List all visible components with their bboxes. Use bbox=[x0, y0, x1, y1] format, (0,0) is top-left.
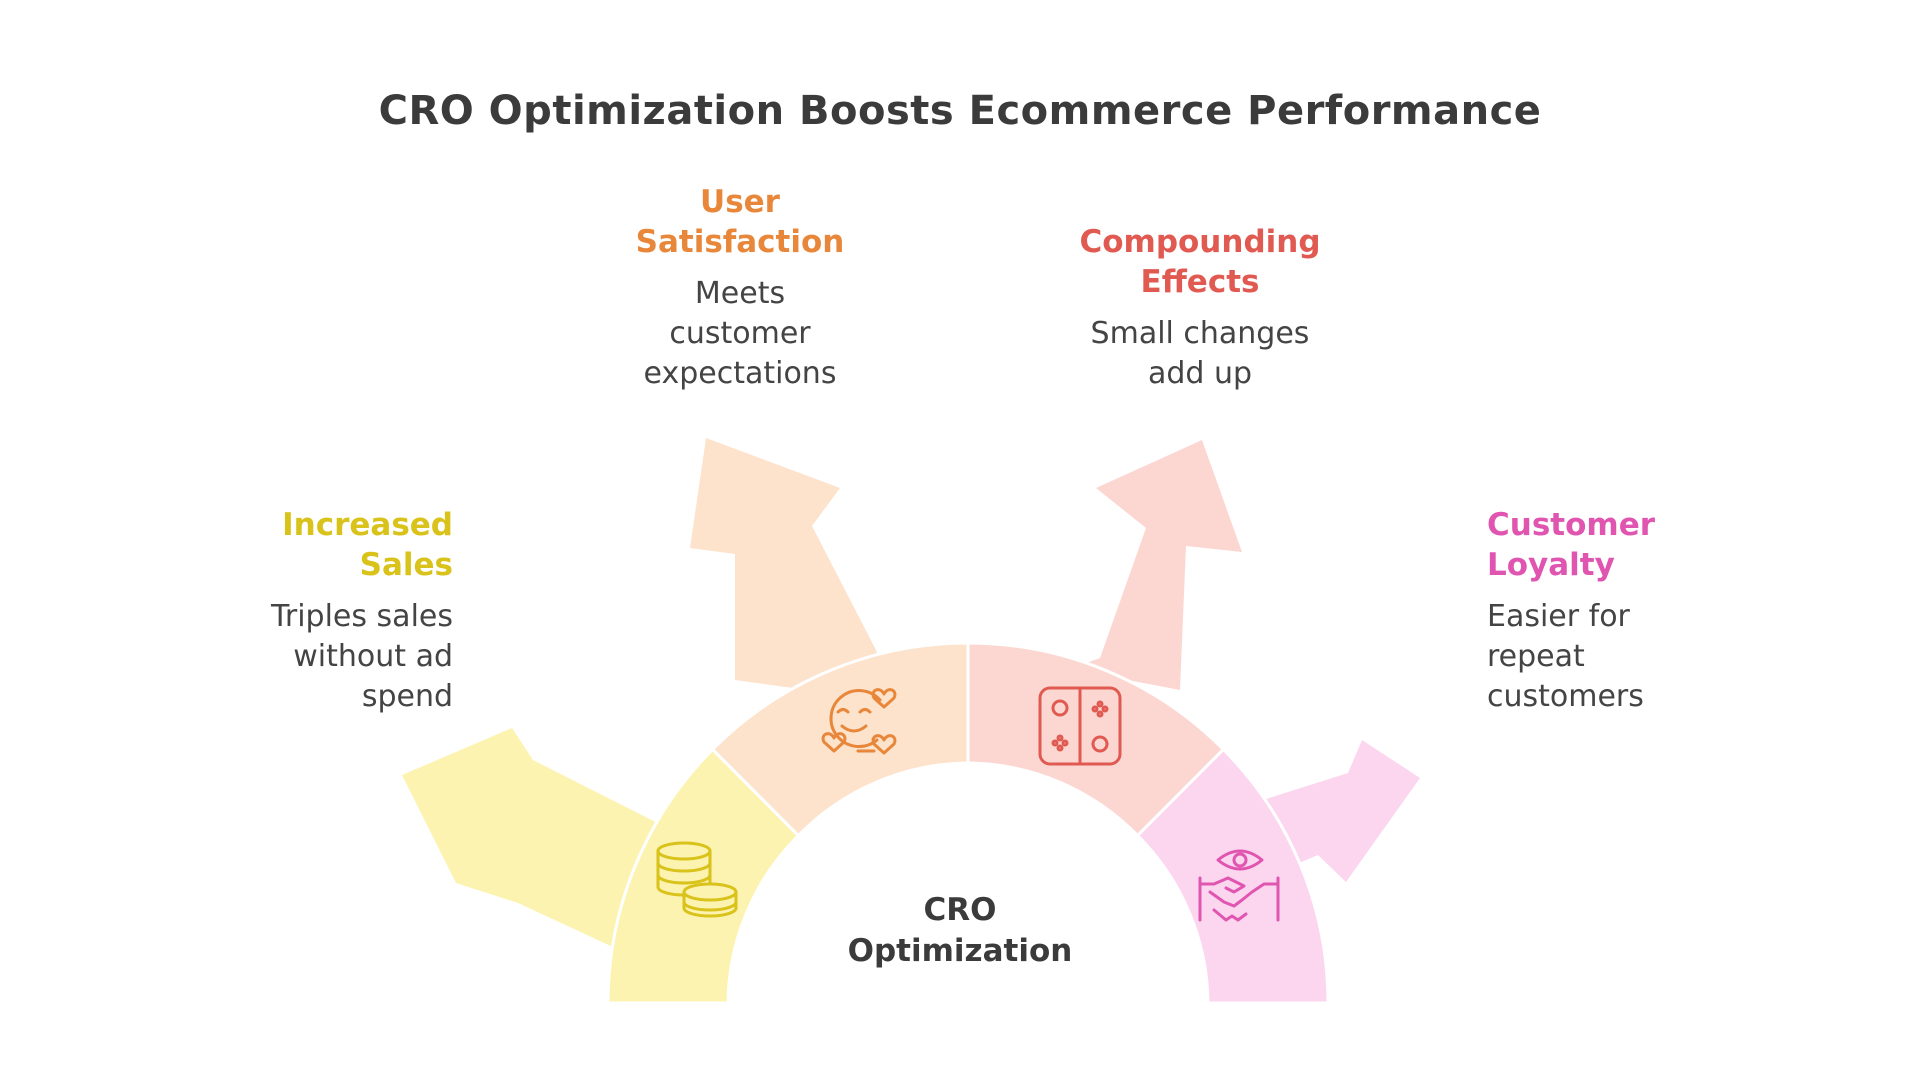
center-label: CRO Optimization bbox=[810, 890, 1110, 972]
title-line: Customer bbox=[1487, 507, 1656, 543]
desc-line: spend bbox=[361, 679, 453, 714]
diagram-title: CRO Optimization Boosts Ecommerce Perfor… bbox=[378, 88, 1542, 134]
desc-line: customer bbox=[669, 316, 811, 351]
title-line: Loyalty bbox=[1487, 547, 1615, 583]
game-controller-icon bbox=[1038, 686, 1122, 766]
desc-line: Meets bbox=[694, 276, 786, 311]
smiling-face-hearts-icon bbox=[821, 688, 897, 755]
title-line: Effects bbox=[1140, 264, 1260, 300]
desc-line: without ad bbox=[293, 639, 453, 674]
segment-customer-loyalty bbox=[1135, 747, 1330, 1005]
title-line: Sales bbox=[359, 547, 453, 583]
desc-line: repeat bbox=[1487, 639, 1585, 674]
center-line: Optimization bbox=[847, 933, 1073, 969]
label-user-satisfaction: User Satisfaction Meets customer expecta… bbox=[590, 182, 890, 394]
desc-line: add up bbox=[1147, 356, 1253, 391]
title-line: Increased bbox=[282, 507, 453, 543]
desc-line: Triples sales bbox=[270, 599, 453, 634]
desc-line: Small changes bbox=[1090, 316, 1310, 351]
arrow-compounding-effects bbox=[1070, 440, 1242, 690]
title-line: Compounding bbox=[1079, 224, 1321, 260]
title-line: User bbox=[700, 184, 780, 220]
arrow-user-satisfaction bbox=[690, 438, 877, 696]
desc-line: customers bbox=[1487, 679, 1644, 714]
coins-icon bbox=[656, 841, 738, 918]
label-increased-sales: Increased Sales Triples sales without ad… bbox=[153, 505, 453, 717]
label-compounding-effects: Compounding Effects Small changes add up bbox=[1050, 222, 1350, 394]
handshake-eye-icon bbox=[1198, 849, 1280, 922]
label-customer-loyalty: Customer Loyalty Easier for repeat custo… bbox=[1487, 505, 1787, 717]
desc-line: expectations bbox=[643, 356, 837, 391]
title-line: Satisfaction bbox=[635, 224, 845, 260]
desc-line: Easier for bbox=[1487, 599, 1630, 634]
center-line: CRO bbox=[923, 892, 997, 928]
